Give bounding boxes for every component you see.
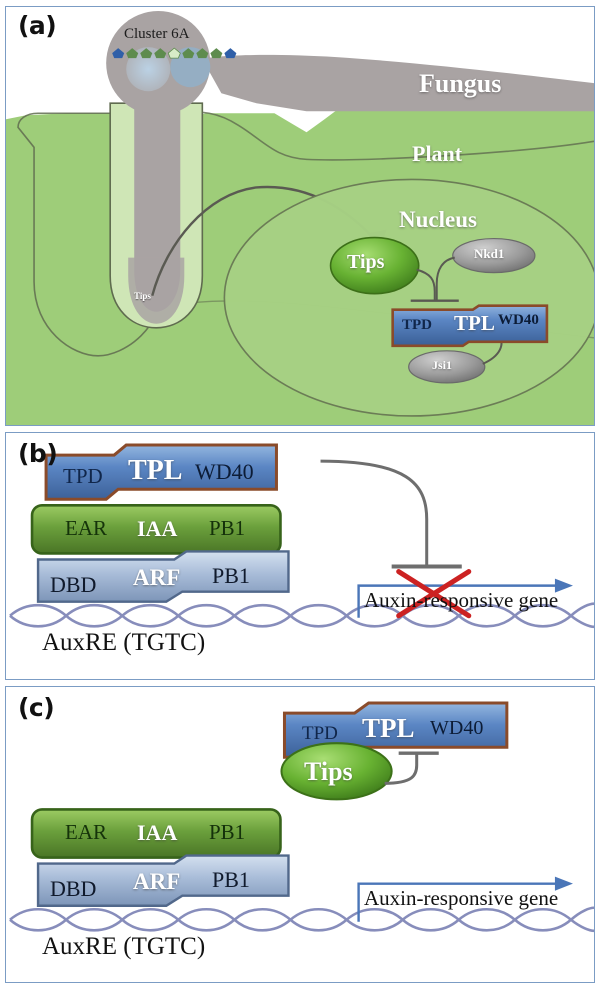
- fungus-hypha-band: [202, 54, 594, 112]
- gene-arrow-c: [357, 876, 573, 922]
- tpl-slab-a: [391, 304, 549, 348]
- nkd1-tpl-connector: [435, 256, 455, 300]
- ear-label-b: EAR: [65, 516, 107, 540]
- arf-slab-b: [36, 550, 290, 603]
- dbd-label-b: DBD: [50, 572, 97, 597]
- jsi1-shape: [408, 350, 486, 384]
- tips-label-c: Tips: [304, 757, 353, 786]
- tpl-center-label-a: TPL: [454, 311, 495, 335]
- panel-c-graphics: [9, 701, 594, 933]
- tpl-tpd-label-a: TPD: [402, 317, 432, 333]
- fungus-label: Fungus: [419, 69, 502, 98]
- iaa-slab-b: [30, 503, 282, 555]
- tpl-slab-b: [44, 443, 278, 501]
- arf-label-b: ARF: [133, 565, 181, 590]
- pb1-label-iaa-b: PB1: [209, 516, 246, 540]
- panel-b-graphics: [9, 443, 594, 629]
- cluster-6a-label: Cluster 6A: [124, 26, 190, 42]
- tips-nuclear-shape: [329, 236, 420, 295]
- tips-haustorium-label: Tips: [134, 291, 151, 301]
- dna-helix-b: [9, 602, 594, 629]
- auxre-label-b: AuxRE (TGTC): [42, 629, 206, 656]
- repression-connector-b: [320, 459, 429, 566]
- haustorium-tip-body: [128, 257, 185, 324]
- tpl-label-c: TPL: [362, 713, 415, 743]
- panel-b-label: (b): [18, 439, 58, 468]
- panel-b: (b) TPD TPL WD40 EAR IAA PB1 DBD ARF PB1…: [5, 432, 595, 680]
- arf-slab-c: [36, 854, 290, 907]
- wd40-label-c: WD40: [430, 717, 484, 739]
- pb1-label-iaa-c: PB1: [209, 820, 246, 844]
- nkd1-label: Nkd1: [474, 246, 505, 261]
- ear-label-c: EAR: [65, 820, 107, 844]
- tpd-label-b: TPD: [63, 464, 103, 488]
- tips-shape-c: [280, 742, 393, 801]
- panel-a: (a) Cluster 6A Fungus Plant Nucleus Tips…: [5, 6, 595, 426]
- pb1-label-arf-c: PB1: [212, 867, 250, 892]
- iaa-label-c: IAA: [137, 820, 178, 845]
- plant-label: Plant: [412, 141, 463, 166]
- tpl-label-b: TPL: [128, 455, 183, 486]
- iaa-slab-c: [30, 808, 282, 859]
- arf-label-c: ARF: [133, 869, 181, 894]
- jsi1-label: Jsi1: [432, 358, 453, 372]
- gene-label-c: Auxin-responsive gene: [364, 886, 559, 910]
- plant-cell-wall-right: [190, 111, 594, 161]
- wd40-label-b: WD40: [195, 459, 254, 484]
- nkd1-shape: [452, 237, 536, 274]
- repression-x-mark: [396, 569, 472, 619]
- auxre-label-c: AuxRE (TGTC): [42, 933, 206, 960]
- tips-tpl-connector-c: [384, 753, 419, 785]
- dna-helix-c: [9, 906, 594, 933]
- panel-a-graphics: [6, 7, 594, 425]
- tpd-label-c: TPD: [302, 723, 338, 744]
- tips-tpl-connector: [416, 268, 436, 300]
- tips-nuclear-label: Tips: [347, 251, 385, 273]
- tpl-wd40-label-a: WD40: [498, 312, 539, 328]
- cluster-6a-arrows: [112, 47, 237, 59]
- panel-c-label: (c): [18, 693, 55, 722]
- pb1-label-arf-b: PB1: [212, 563, 250, 588]
- panel-a-label: (a): [18, 11, 57, 40]
- dbd-label-c: DBD: [50, 876, 97, 901]
- iaa-label-b: IAA: [137, 516, 178, 541]
- panel-c: (c) TPD TPL WD40 Tips EAR IAA PB1 DBD AR…: [5, 686, 595, 983]
- nucleus-label: Nucleus: [399, 207, 477, 232]
- gene-arrow-b: [357, 578, 573, 618]
- gene-label-b: Auxin-responsive gene: [364, 588, 559, 612]
